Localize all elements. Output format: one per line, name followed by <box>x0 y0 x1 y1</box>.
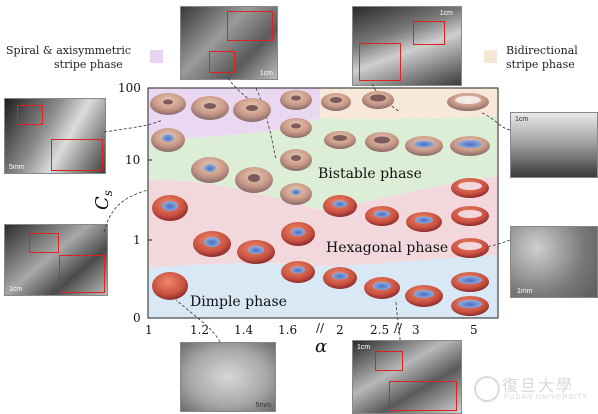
tori-hexagonal <box>152 178 489 264</box>
legend-spiral-line1: Spiral & axisymmetric <box>6 44 132 57</box>
region-spiral <box>148 88 320 140</box>
watermark-english: FUDAN UNIVERSITY <box>504 394 589 401</box>
legend-spiral-line2: stripe phase <box>54 58 123 71</box>
x-tick-2-5: 2.5 <box>370 323 389 337</box>
scale-top-right: 1cm <box>439 10 453 17</box>
y-tick-10: 10 <box>125 153 140 167</box>
legend-spiral-swatch <box>150 50 163 63</box>
x-tick-5: 5 <box>470 323 478 337</box>
photo-bottom-right: 1cm <box>352 340 462 414</box>
photo-right-top: 1cm <box>510 112 598 178</box>
y-axis-label: Cs <box>92 190 115 210</box>
x-axis-break-2: // <box>394 321 403 335</box>
scale-right-top: 1cm <box>515 116 529 123</box>
y-tick-100: 100 <box>118 81 141 95</box>
scale-bottom-left: 5mm <box>255 402 271 409</box>
scale-bottom-right: 1cm <box>357 344 371 351</box>
tori-bistable <box>151 128 490 205</box>
photo-bottom-left: 5mm <box>180 342 276 412</box>
watermark-logo-icon <box>474 376 500 402</box>
phase-label-hexagonal: Hexagonal phase <box>326 240 448 256</box>
watermark-chinese: 復旦大學 <box>502 376 575 395</box>
phase-label-bistable: Bistable phase <box>318 166 422 182</box>
x-axis-label: α <box>315 336 327 357</box>
tori-spiral <box>150 90 312 138</box>
tori-bidir <box>321 91 489 111</box>
scale-left-top: 5mm <box>9 164 25 171</box>
phase-label-dimple: Dimple phase <box>190 294 287 310</box>
legend-bidir-swatch <box>484 50 497 63</box>
x-tick-2: 2 <box>336 323 344 337</box>
scale-top-left: 1cm <box>259 70 273 77</box>
region-hexagonal <box>148 176 498 268</box>
legend-bidir-line2: stripe phase <box>506 58 575 71</box>
photo-left-top: 5mm <box>4 98 106 174</box>
x-tick-1-4: 1.4 <box>234 323 253 337</box>
y-tick-1: 1 <box>133 233 141 247</box>
tori-dimple <box>152 261 489 316</box>
x-tick-1: 1 <box>145 323 153 337</box>
x-tick-3: 3 <box>412 323 420 337</box>
scale-right-bottom: 1mm <box>517 288 533 295</box>
y-tick-0: 0 <box>133 311 141 325</box>
x-axis-break-1: // <box>316 321 325 335</box>
scale-left-bottom: 1cm <box>9 286 23 293</box>
x-tick-1-6: 1.6 <box>278 323 297 337</box>
x-tick-1-2: 1.2 <box>190 323 209 337</box>
legend-bidir-line1: Bidirectional <box>506 44 578 57</box>
photo-top-right: 1cm <box>352 6 462 86</box>
photo-left-bottom: 1cm <box>4 224 108 296</box>
